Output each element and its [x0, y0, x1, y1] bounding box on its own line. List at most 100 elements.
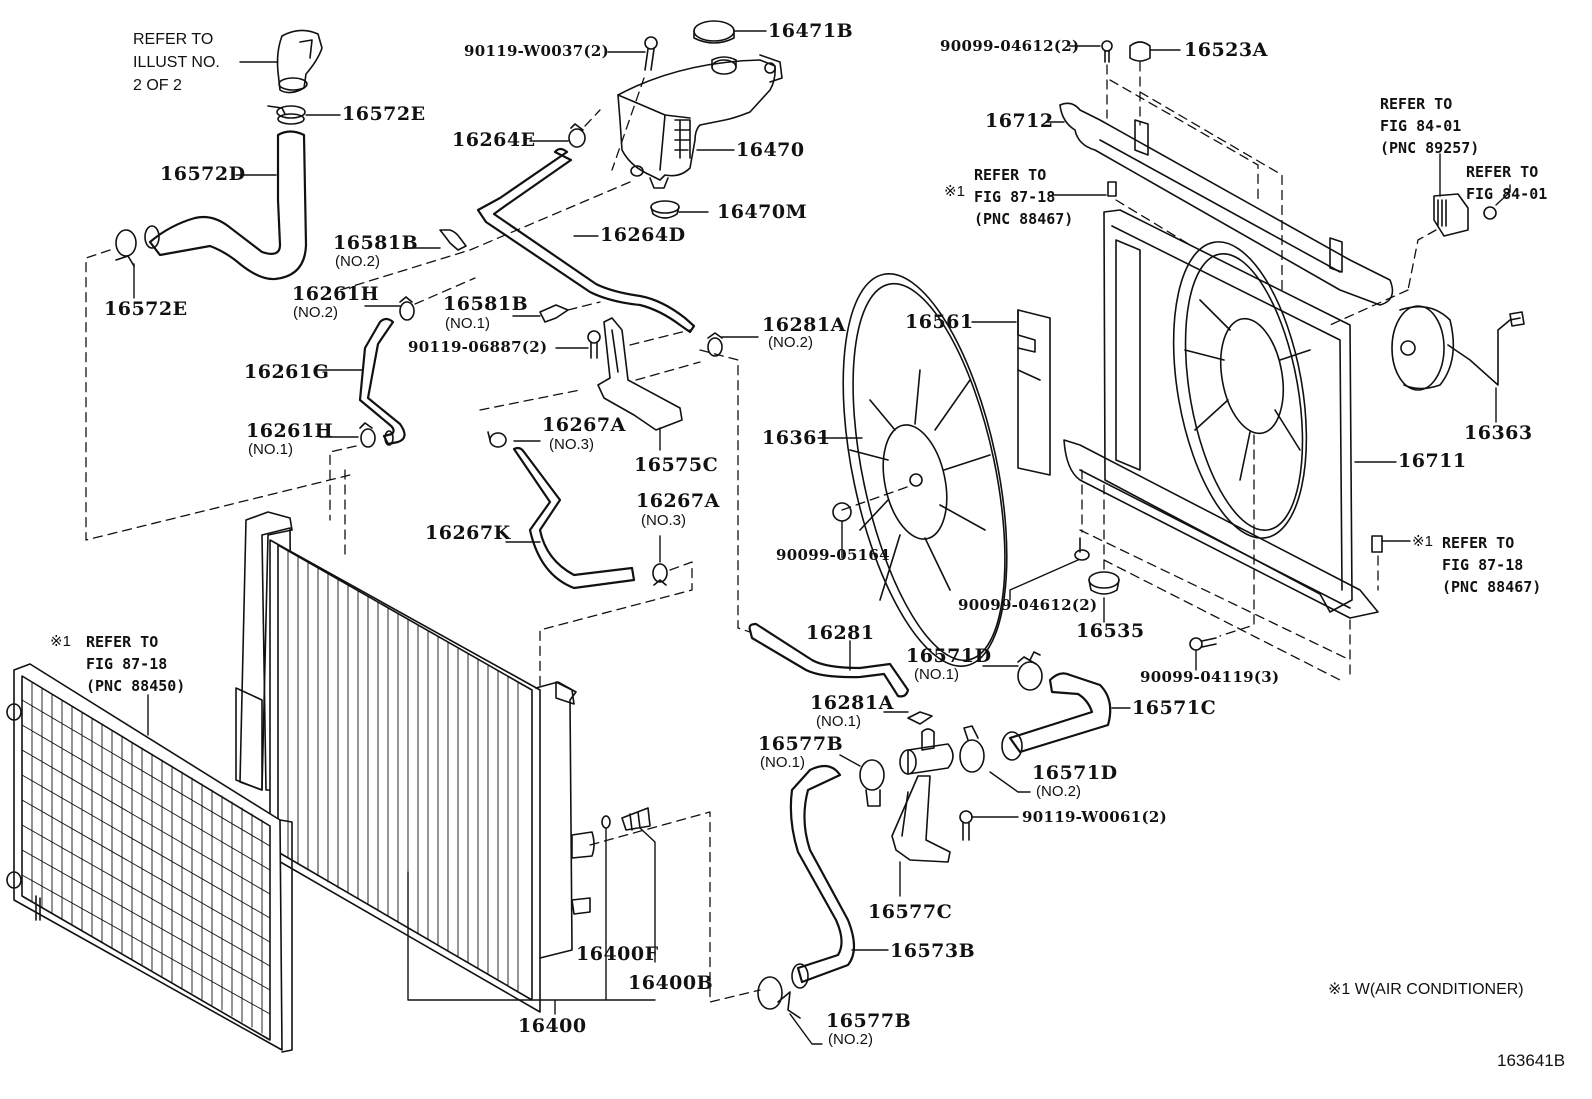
overflow-hose-16264D	[476, 147, 696, 334]
leader-line	[839, 754, 861, 767]
part-label-16571D-no2[interactable]: 16571D	[1032, 762, 1118, 784]
hose-clamp-16577B-no2	[757, 976, 801, 1019]
part-label-16535[interactable]: 16535	[1076, 620, 1145, 642]
part-label-16470[interactable]: 16470	[736, 139, 805, 161]
reservoir-cap-16471B	[693, 20, 735, 44]
radiator-16400	[235, 511, 595, 1013]
part-label-16261G[interactable]: 16261G	[244, 361, 330, 383]
upper-radiator-hose-16572D	[148, 130, 308, 281]
ref-88467-right-line1: REFER TO	[1442, 534, 1515, 552]
part-label-90099-04119[interactable]: 90099-04119(3)	[1140, 668, 1280, 686]
part-label-16261H-no2[interactable]: 16261H	[292, 283, 380, 305]
refer-illust-line3: 2 OF 2	[133, 77, 182, 94]
ref-88450-mark: ※1	[50, 633, 71, 650]
part-label-16261H-no1[interactable]: 16261H	[246, 420, 334, 442]
ref-88467-top-line3: (PNC 88467)	[974, 210, 1074, 228]
part-label-16572E-top[interactable]: 16572E	[342, 103, 426, 125]
part-label-16264E[interactable]: 16264E	[452, 129, 536, 151]
part-label-16575C[interactable]: 16575C	[634, 454, 719, 476]
hose-end	[144, 225, 160, 249]
hose-clip-16581B-no1	[539, 304, 569, 323]
fan-blade-16361	[842, 272, 1008, 668]
refer-illust-note: REFER TO ILLUST NO. 2 OF 2	[133, 28, 220, 97]
part-label-90119-W0061[interactable]: 90119-W0061(2)	[1022, 808, 1168, 826]
part-label-16712[interactable]: 16712	[985, 110, 1054, 132]
assembly-guide-line	[635, 361, 701, 381]
part-label-90119-06887[interactable]: 90119-06887(2)	[408, 338, 548, 356]
assembly-guide-line	[1139, 91, 1283, 301]
part-label-16572E-bottom[interactable]: 16572E	[104, 298, 188, 320]
part-label-90099-04612-top[interactable]: 90099-04612(2)	[940, 37, 1080, 55]
ref-88467-top-note: REFER TO FIG 87-18 (PNC 88467)	[974, 164, 1073, 230]
ref-88467-right-mark: ※1	[1412, 533, 1433, 550]
ref-88467-right-line2: FIG 87-18	[1442, 556, 1524, 574]
part-label-16571C[interactable]: 16571C	[1132, 697, 1217, 719]
ref-88467-right-note: REFER TO FIG 87-18 (PNC 88467)	[1442, 532, 1541, 598]
part-label-16281A-no2[interactable]: 16281A	[762, 314, 846, 336]
part-label-16581B-no2[interactable]: 16581B	[333, 232, 419, 254]
ref-88450-note: REFER TO FIG 87-18 (PNC 88450)	[86, 631, 185, 697]
part-label-16471B[interactable]: 16471B	[768, 20, 854, 42]
part-label-90099-05164[interactable]: 90099-05164	[776, 546, 890, 564]
part-label-16264D[interactable]: 16264D	[600, 224, 686, 246]
part-label-16400B[interactable]: 16400B	[628, 972, 714, 994]
assembly-guide-line	[589, 811, 761, 1003]
assembly-guide-line	[1219, 434, 1255, 637]
part-label-16572D[interactable]: 16572D	[160, 163, 246, 185]
part-label-16581B-no1[interactable]: 16581B	[443, 293, 529, 315]
part-label-90119-W0037[interactable]: 90119-W0037(2)	[464, 42, 610, 60]
bolt-90119-W0037	[644, 36, 658, 71]
part-label-16577B-no2[interactable]: 16577B	[826, 1010, 912, 1032]
part-label-16363[interactable]: 16363	[1464, 422, 1533, 444]
radiator-core-fins	[287, 550, 519, 992]
part-label-16581B-no1-sub: (NO.1)	[445, 315, 490, 332]
part-label-90099-04612-mid[interactable]: 90099-04612(2)	[958, 596, 1098, 614]
part-label-16561[interactable]: 16561	[905, 311, 974, 333]
assembly-guide-line	[629, 329, 691, 346]
part-label-16361[interactable]: 16361	[762, 427, 831, 449]
bolt-90099-04119	[1189, 637, 1217, 651]
part-label-16400[interactable]: 16400	[518, 1015, 587, 1037]
part-label-16571D-no1-sub: (NO.1)	[914, 666, 959, 683]
leader-bracket-16400	[407, 871, 656, 1015]
part-label-16281A-no1[interactable]: 16281A	[810, 692, 894, 714]
part-label-16577C[interactable]: 16577C	[868, 901, 953, 923]
bolt-90099-04612-mid	[1074, 537, 1090, 561]
hose-clamp-16261H-no2	[399, 296, 415, 321]
part-label-16267A-a[interactable]: 16267A	[542, 414, 626, 436]
part-label-16571D-no1[interactable]: 16571D	[906, 645, 992, 667]
ref-88450-line2: FIG 87-18	[86, 655, 168, 673]
bracket-16575C	[597, 317, 683, 431]
part-label-16267A-b-sub: (NO.3)	[641, 512, 686, 529]
part-label-16470M[interactable]: 16470M	[717, 201, 808, 223]
clip-88467-right	[1371, 535, 1383, 553]
cushion-16535	[1088, 571, 1120, 595]
ref-88450-line1: REFER TO	[86, 633, 159, 651]
bolt-90119-W0061	[959, 810, 973, 841]
ref-88467-right-line3: (PNC 88467)	[1442, 578, 1542, 596]
hose-clamp-16261H-no1	[359, 422, 376, 448]
part-label-16711[interactable]: 16711	[1398, 450, 1467, 472]
leader-line	[989, 771, 1031, 793]
part-label-16573B[interactable]: 16573B	[890, 940, 976, 962]
drain-cock-16400B	[621, 807, 651, 831]
lower-hose-16573B	[789, 764, 856, 984]
clip-88467-top	[1107, 181, 1117, 197]
o-ring-16400F	[601, 815, 611, 829]
part-label-16523A[interactable]: 16523A	[1184, 39, 1268, 61]
hose-clip-16581B-no2	[439, 229, 467, 251]
bracket-16577C	[891, 775, 951, 863]
condenser-core-grid	[21, 681, 271, 1034]
part-label-16261H-no1-sub: (NO.1)	[248, 441, 293, 458]
leader-line	[1495, 184, 1511, 206]
part-label-16577B-no1[interactable]: 16577B	[758, 733, 844, 755]
assembly-guide-line	[329, 445, 357, 521]
part-label-16400F[interactable]: 16400F	[576, 943, 659, 965]
lower-radiator-hose-16571C	[1008, 672, 1112, 754]
condenser-ac	[6, 663, 293, 1053]
part-label-16281[interactable]: 16281	[806, 622, 875, 644]
part-label-16267A-b[interactable]: 16267A	[636, 490, 720, 512]
part-label-16267K[interactable]: 16267K	[425, 522, 511, 544]
refer-illust-line2: ILLUST NO.	[133, 54, 220, 71]
